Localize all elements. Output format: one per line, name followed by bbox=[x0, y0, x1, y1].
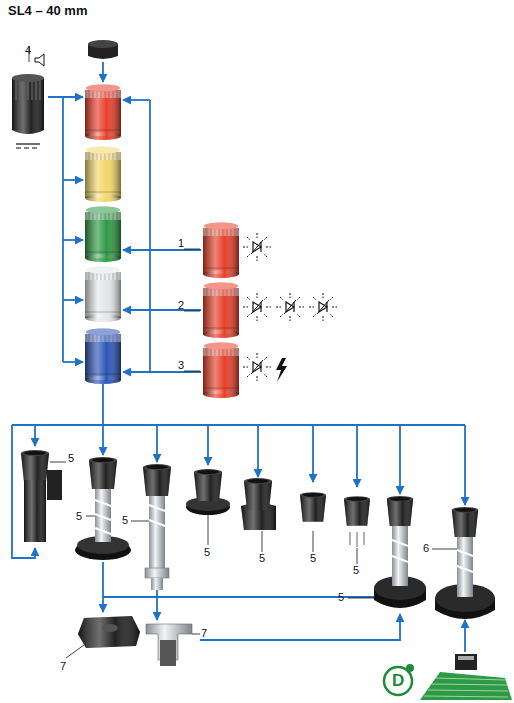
callout-number: 7 bbox=[60, 660, 66, 673]
callout-number: 3 bbox=[178, 359, 184, 372]
cable-connection bbox=[384, 654, 512, 700]
led-symbol bbox=[243, 293, 271, 321]
horn-module bbox=[12, 46, 44, 148]
callout-number: 5 bbox=[122, 514, 128, 527]
callout-number: 5 bbox=[259, 552, 265, 565]
callout-number: 6 bbox=[423, 542, 429, 555]
red-module bbox=[85, 85, 121, 141]
mounting-parts bbox=[21, 450, 495, 666]
cover-cap bbox=[88, 40, 118, 59]
logo-letter: D bbox=[392, 672, 404, 690]
flash-symbol bbox=[276, 358, 287, 382]
callout-number: 5 bbox=[68, 452, 74, 465]
callout-number: 5 bbox=[204, 546, 210, 559]
led-symbol bbox=[276, 293, 304, 321]
light-variants bbox=[184, 223, 337, 399]
light-module-stack bbox=[85, 85, 121, 385]
led-symbol bbox=[243, 353, 271, 381]
callout-number: 5 bbox=[353, 564, 359, 577]
flash-module bbox=[203, 343, 239, 399]
callout-number: 5 bbox=[310, 552, 316, 565]
callout-number: 2 bbox=[178, 299, 184, 312]
callout-number: 5 bbox=[76, 510, 82, 523]
blue-module bbox=[85, 329, 121, 385]
callout-number: 7 bbox=[201, 627, 207, 640]
callout-number: 1 bbox=[178, 237, 184, 250]
diagram-title: SL4 – 40 mm bbox=[8, 3, 88, 19]
led-symbol bbox=[243, 233, 271, 261]
callout-number: 4 bbox=[25, 44, 31, 57]
callout-number: 5 bbox=[338, 591, 344, 604]
yellow-module bbox=[85, 147, 121, 203]
blink-module bbox=[203, 283, 239, 339]
steady-module bbox=[203, 223, 239, 279]
led-symbol bbox=[309, 293, 337, 321]
assembly-arrows bbox=[12, 62, 465, 652]
white-module bbox=[85, 267, 121, 323]
green-module bbox=[85, 207, 121, 263]
